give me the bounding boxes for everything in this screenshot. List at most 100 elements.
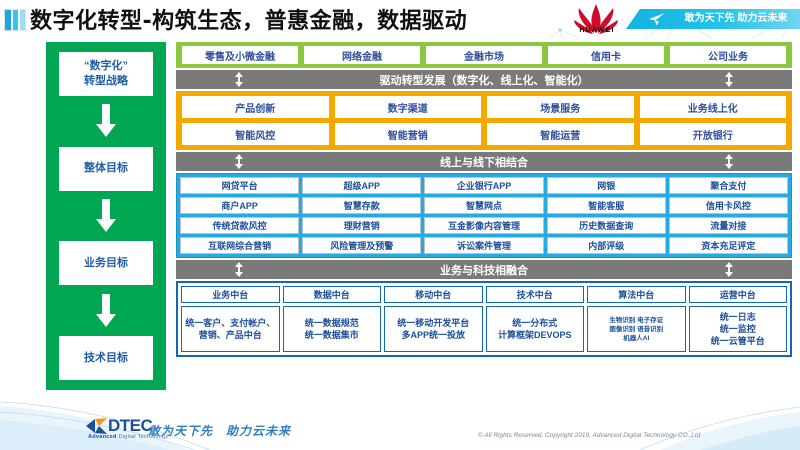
cell-label: 智慧网点 xyxy=(466,201,503,211)
platform-body[interactable]: 生物识别 电子存证图像识别 语音识别机器人AI xyxy=(587,306,686,352)
capability-cell[interactable]: 企业银行APP xyxy=(424,177,544,194)
capability-row: 网贷平台 超级APP 企业银行APP 网银 聚合支付 xyxy=(180,177,789,194)
platform-column-algorithm: 算法中台 生物识别 电子存证图像识别 语音识别机器人AI xyxy=(587,286,686,352)
goal-cell[interactable]: 数字渠道 xyxy=(334,96,481,118)
dtec-tagline-rest: Digital Technology xyxy=(116,434,169,440)
capability-cell[interactable]: 网贷平台 xyxy=(180,177,300,194)
cell-label: 智能客服 xyxy=(588,201,625,211)
platform-header[interactable]: 算法中台 xyxy=(587,286,686,303)
platform-body[interactable]: 统一分布式计算框架DEVOPS xyxy=(485,306,584,352)
goal-cell[interactable]: 场景服务 xyxy=(487,96,634,118)
cell-label: 超级APP xyxy=(343,181,381,191)
cell-label: 资本充足评定 xyxy=(701,241,756,251)
goals-row: 产品创新 数字渠道 场景服务 业务线上化 xyxy=(182,96,786,118)
capability-cell[interactable]: 信用卡风控 xyxy=(668,197,789,214)
business-line-cell[interactable]: 公司业务 xyxy=(670,46,786,64)
sidebar-item-label: 业务目标 xyxy=(84,256,128,269)
business-line-cell[interactable]: 网络金融 xyxy=(304,46,420,64)
capability-cell[interactable]: 诉讼案件管理 xyxy=(424,237,544,254)
cell-label: 智能运营 xyxy=(540,130,581,142)
strategy-sidebar: “数字化”转型战略 整体目标 业务目标 技术目标 xyxy=(46,42,166,390)
cell-label: 流量对接 xyxy=(710,221,747,231)
platform-header[interactable]: 移动中台 xyxy=(384,286,483,303)
capability-cell[interactable]: 互联网综合营销 xyxy=(180,237,300,254)
cell-label: 开放银行 xyxy=(692,130,733,142)
platform-column-data: 数据中台 统一数据规范统一数据集市 xyxy=(282,286,381,352)
cell-label: 内部评级 xyxy=(588,241,625,251)
platform-body[interactable]: 统一移动开发平台多APP统一投放 xyxy=(384,306,483,352)
capability-cell[interactable]: 聚合支付 xyxy=(668,177,789,194)
capability-cell[interactable]: 互金影像内容管理 xyxy=(424,217,544,234)
middle-platforms-section: 业务中台 统一客户、支付帐户、营销、产品中台 数据中台 统一数据规范统一数据集市… xyxy=(176,281,792,357)
platform-body[interactable]: 统一日志统一监控统一云管平台 xyxy=(688,306,787,352)
capability-cell[interactable]: 流量对接 xyxy=(668,217,789,234)
goal-cell[interactable]: 开放银行 xyxy=(639,123,786,145)
sidebar-item-technology-goal[interactable]: 技术目标 xyxy=(59,336,153,381)
capability-cell[interactable]: 风险管理及预警 xyxy=(302,237,422,254)
footer-slogan: 敢为天下先 助力云未来 xyxy=(148,424,292,438)
platform-header[interactable]: 技术中台 xyxy=(485,286,584,303)
platform-header[interactable]: 运营中台 xyxy=(688,286,787,303)
capability-row: 商户APP 智慧存款 智慧网点 智能客服 信用卡风控 xyxy=(180,197,789,214)
cell-label: 智能风控 xyxy=(235,130,276,142)
sidebar-item-overall-goal[interactable]: 整体目标 xyxy=(59,146,153,191)
capability-cell[interactable]: 内部评级 xyxy=(546,237,666,254)
band-label: 业务与科技相融合 xyxy=(440,264,528,277)
platform-body[interactable]: 统一数据规范统一数据集市 xyxy=(282,306,381,352)
cell-label: 场景服务 xyxy=(540,103,581,115)
business-line-cell[interactable]: 零售及小微金融 xyxy=(182,46,298,64)
business-lines-row: 零售及小微金融 网络金融 金融市场 信用卡 公司业务 xyxy=(176,42,792,68)
cell-label: 业务线上化 xyxy=(687,103,738,115)
capability-cell[interactable]: 历史数据查询 xyxy=(546,217,666,234)
goal-cell[interactable]: 智能风控 xyxy=(182,123,329,145)
cell-label: 历史数据查询 xyxy=(579,221,634,231)
capability-cell[interactable]: 智慧网点 xyxy=(424,197,544,214)
capabilities-section: 网贷平台 超级APP 企业银行APP 网银 聚合支付 商户APP 智慧存款 智慧… xyxy=(176,173,792,258)
platform-column-operations: 运营中台 统一日志统一监控统一云管平台 xyxy=(688,286,787,352)
page-title: 数字化转型-构筑生态，普惠金融，数据驱动 xyxy=(30,9,468,34)
dtec-wordmark: DTEC xyxy=(108,416,153,435)
goal-cell[interactable]: 产品创新 xyxy=(182,96,329,118)
capability-cell[interactable]: 传统贷款风控 xyxy=(180,217,300,234)
goal-cell[interactable]: 业务线上化 xyxy=(639,96,786,118)
sidebar-item-label: “数字化”转型战略 xyxy=(84,60,128,87)
capability-cell[interactable]: 网银 xyxy=(546,177,666,194)
platform-header[interactable]: 数据中台 xyxy=(282,286,381,303)
band-online-offline: 线上与线下相结合 xyxy=(176,152,792,171)
sidebar-item-digital-strategy[interactable]: “数字化”转型战略 xyxy=(59,52,153,96)
cell-label: 网贷平台 xyxy=(221,181,258,191)
goal-cell[interactable]: 智能运营 xyxy=(487,123,634,145)
goal-cell[interactable]: 智能营销 xyxy=(334,123,481,145)
transformation-goals-section: 产品创新 数字渠道 场景服务 业务线上化 智能风控 智能营销 智能运营 开放银行 xyxy=(176,91,792,150)
cell-label: 产品创新 xyxy=(235,103,276,115)
business-line-cell[interactable]: 信用卡 xyxy=(548,46,664,64)
sidebar-item-business-goal[interactable]: 业务目标 xyxy=(59,241,153,286)
double-arrow-icon xyxy=(235,154,243,169)
capability-cell[interactable]: 智慧存款 xyxy=(302,197,422,214)
copyright-text: © All Rights Reserved. Copyright 2019, A… xyxy=(478,432,701,439)
capability-row: 传统贷款风控 理财营销 互金影像内容管理 历史数据查询 流量对接 xyxy=(180,217,789,234)
cell-label: 网银 xyxy=(597,181,616,191)
goals-row: 智能风控 智能营销 智能运营 开放银行 xyxy=(182,123,786,145)
platforms-grid: 业务中台 统一客户、支付帐户、营销、产品中台 数据中台 统一数据规范统一数据集市… xyxy=(181,286,787,352)
capability-cell[interactable]: 商户APP xyxy=(180,197,300,214)
diagram-content: 零售及小微金融 网络金融 金融市场 信用卡 公司业务 驱动转型发展（数字化、线上… xyxy=(176,42,792,357)
sidebar-item-label: 技术目标 xyxy=(84,351,128,364)
double-arrow-icon xyxy=(235,72,243,87)
band-label: 驱动转型发展（数字化、线上化、智能化） xyxy=(379,74,589,87)
cell-label: 智慧存款 xyxy=(343,201,380,211)
cell-label: 智能营销 xyxy=(387,130,428,142)
capability-cell[interactable]: 资本充足评定 xyxy=(668,237,789,254)
capability-cell[interactable]: 智能客服 xyxy=(546,197,666,214)
capability-cell[interactable]: 理财营销 xyxy=(302,217,422,234)
platform-header[interactable]: 业务中台 xyxy=(181,286,280,303)
platform-body[interactable]: 统一客户、支付帐户、营销、产品中台 xyxy=(181,306,280,352)
cell-label: 公司业务 xyxy=(708,51,748,63)
band-business-tech-fusion: 业务与科技相融合 xyxy=(176,260,792,279)
capability-cell[interactable]: 超级APP xyxy=(302,177,422,194)
cell-label: 互联网综合营销 xyxy=(208,241,272,251)
cell-label: 数字渠道 xyxy=(387,103,428,115)
banner-slogan-text: 敢为天下先 助力云未来 xyxy=(684,13,788,24)
business-line-cell[interactable]: 金融市场 xyxy=(426,46,542,64)
band-label: 线上与线下相结合 xyxy=(440,156,528,169)
